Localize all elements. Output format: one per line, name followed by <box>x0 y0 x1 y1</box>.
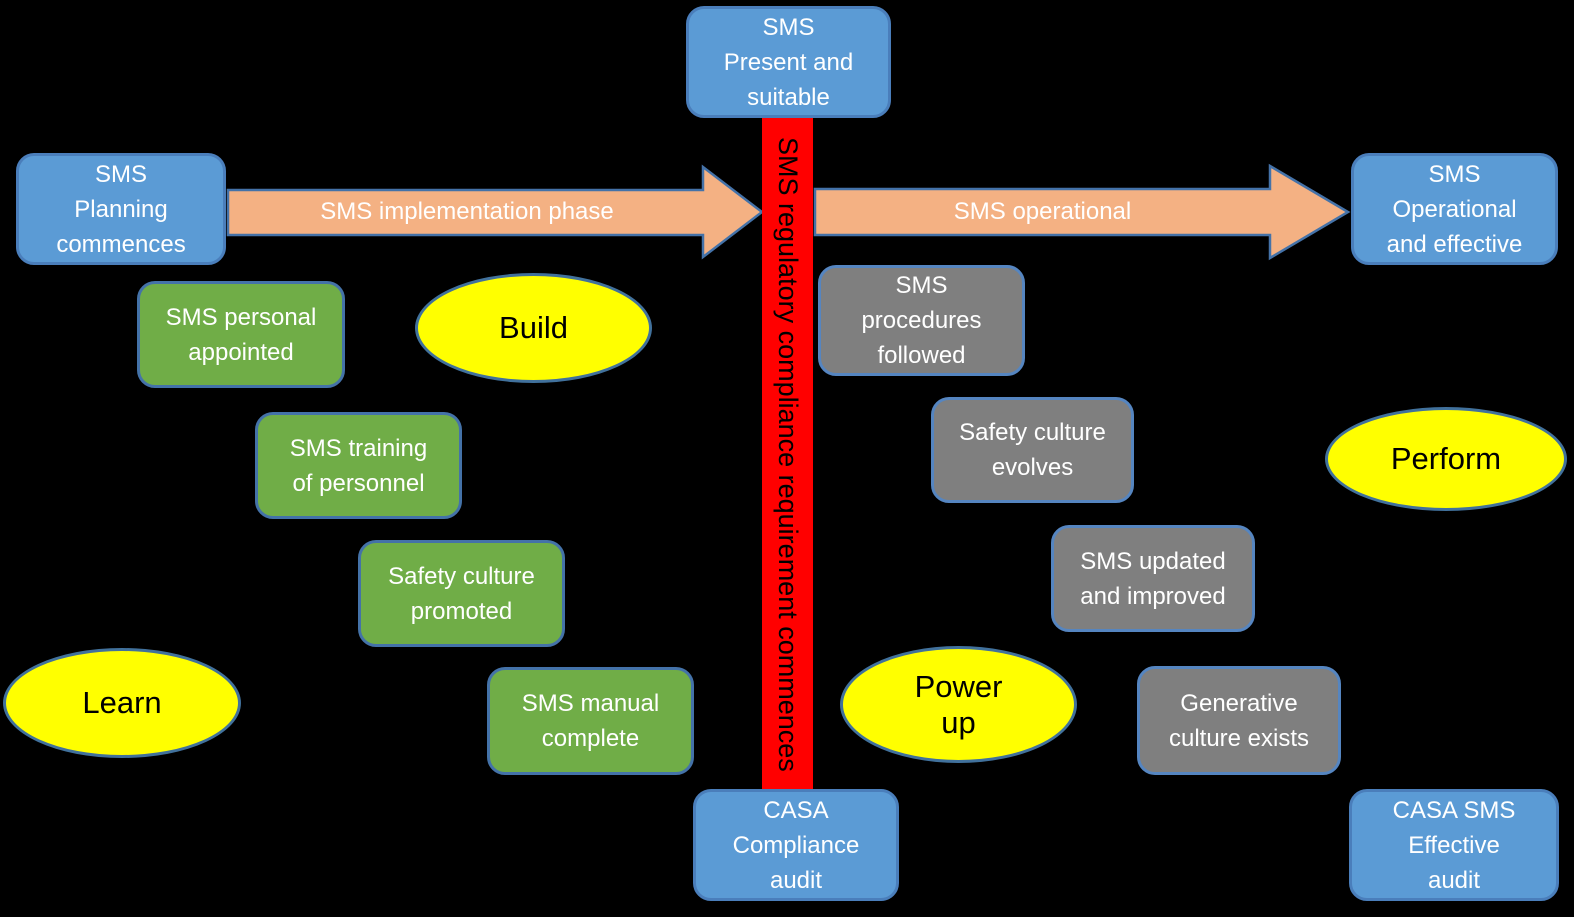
node-casa-compliance-audit: CASA Compliance audit <box>693 789 899 901</box>
phase-oval-build: Build <box>415 273 652 383</box>
phase-oval-power-up: Power up <box>840 646 1077 763</box>
node-sms-operational-and-effective: SMS Operational and effective <box>1351 153 1558 265</box>
implementation-phase-arrow-label: SMS implementation phase <box>320 198 614 225</box>
node-safety-culture-evolves: Safety culture evolves <box>931 397 1134 503</box>
node-sms-present-and-suitable: SMS Present and suitable <box>686 6 891 118</box>
phase-oval-perform: Perform <box>1325 407 1567 511</box>
sms-operational-arrow <box>813 163 1351 261</box>
node-casa-sms-effective-audit: CASA SMS Effective audit <box>1349 789 1559 901</box>
node-generative-culture-exists: Generative culture exists <box>1137 666 1341 775</box>
node-sms-personal-appointed: SMS personal appointed <box>137 281 345 388</box>
node-safety-culture-promoted: Safety culture promoted <box>358 540 565 647</box>
implementation-phase-arrow <box>226 164 765 260</box>
sms-operational-arrow-label: SMS operational <box>953 198 1132 225</box>
implementation-phase-arrow-shape <box>226 164 765 260</box>
node-sms-procedures-followed: SMS procedures followed <box>818 265 1025 376</box>
compliance-requirement-bar: SMS regulatory compliance requirement co… <box>762 118 813 791</box>
sms-operational-arrow-shape <box>813 163 1351 261</box>
node-sms-planning-commences: SMS Planning commences <box>16 153 226 265</box>
node-sms-updated-and-improved: SMS updated and improved <box>1051 525 1255 632</box>
compliance-requirement-bar-label: SMS regulatory compliance requirement co… <box>773 137 803 772</box>
phase-oval-learn: Learn <box>3 648 241 758</box>
node-sms-manual-complete: SMS manual complete <box>487 667 694 775</box>
node-sms-training-of-personnel: SMS training of personnel <box>255 412 462 519</box>
